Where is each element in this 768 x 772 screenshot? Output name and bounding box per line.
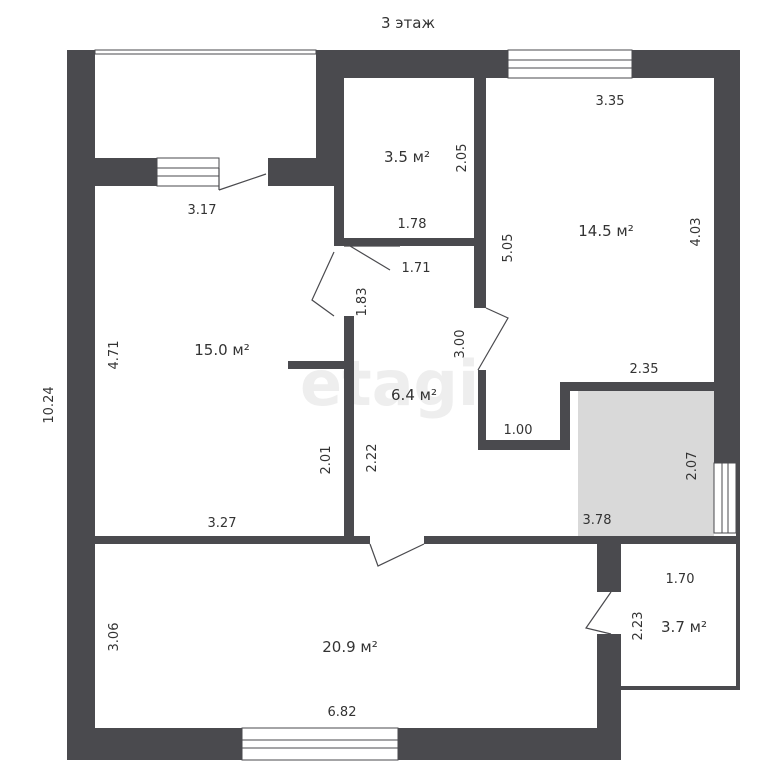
wall-step-bottom [478,440,570,450]
wall-mid-left [95,536,370,544]
room-20-9-dim-bottom: 6.82 [328,705,357,720]
room-20-9-dim-left: 3.06 [107,623,122,652]
grey-room-fill [578,391,714,536]
wall-stub [288,361,344,369]
room-3-5-dim-bottom: 1.78 [398,217,427,232]
hall-dim-d: 2.22 [365,444,380,473]
wall-right-grey-low [736,391,740,536]
door-14-5 [477,307,509,371]
room-3-7-dim-left: 2.23 [631,612,646,641]
watermark-logo: etagi [300,347,479,420]
grey-room-dim-right: 2.07 [685,452,700,481]
balcony-top-line [94,49,317,55]
room-15-dim-left: 4.71 [107,341,122,370]
wall-20-9-right-upper [597,544,621,592]
door-3-5 [344,245,400,271]
door-balcony [218,168,267,191]
window-bottom [241,727,399,761]
room-15-dim-top: 3.17 [188,203,217,218]
hall-dim-b: 1.83 [355,288,370,317]
room-3-7-dim-top: 1.70 [666,572,695,587]
room-15-dim-bottom: 3.27 [208,516,237,531]
wall-right-grey [714,391,740,463]
room-14-5-dim-right: 4.03 [689,218,704,247]
wall-right-outer [714,50,740,393]
hall-dim-c: 3.00 [453,330,468,359]
floor-label: 3 этаж [381,14,435,32]
wall-20-9-right-lower [597,634,621,760]
room-14-5-dim-left: 5.05 [501,234,516,263]
door-hall [369,543,425,567]
wall-mid-right [424,536,740,544]
room-20-9-area: 20.9 м² [322,638,378,656]
overall-height-label: 10.24 [42,386,57,423]
wall-3-5-right [474,78,486,308]
wall-balcony-bottom-left [95,158,157,186]
room-3-7-area: 3.7 м² [661,618,707,636]
window-balcony-door [156,157,220,187]
window-top-right [507,49,633,79]
room-3-5-dim-right: 2.05 [455,144,470,173]
room-15-area: 15.0 м² [194,341,250,359]
room-14-5-dim-bottom: 2.35 [630,362,659,377]
wall-top-left [67,50,95,58]
wall-14-5-bottom [560,382,740,391]
window-right-grey [713,462,737,534]
wall-room15-right-upper [334,186,344,246]
room-3-5-area: 3.5 м² [384,148,430,166]
hall-dim-a: 1.71 [402,261,431,276]
hall-area: 6.4 м² [391,386,437,404]
doors [218,168,612,635]
room-14-5-dim-step: 1.00 [504,423,533,438]
wall-3-5-bottom [344,238,478,246]
wall-3-7-right [736,544,740,690]
wall-room15-right-lower [344,316,354,536]
wall-14-5-left-lower [478,370,486,450]
room-15-dim-right: 2.01 [319,446,334,475]
room-14-5-area: 14.5 м² [578,222,634,240]
wall-balcony-bottom-right [268,158,344,186]
wall-3-7-bottom [621,686,740,690]
room-14-5-dim-top: 3.35 [596,94,625,109]
grey-room-dim-bottom: 3.78 [583,513,612,528]
wall-step-right [560,382,570,450]
wall-left-outer [67,50,95,760]
windows [156,49,737,761]
door-3-7 [585,591,612,635]
door-room15 [311,251,335,317]
